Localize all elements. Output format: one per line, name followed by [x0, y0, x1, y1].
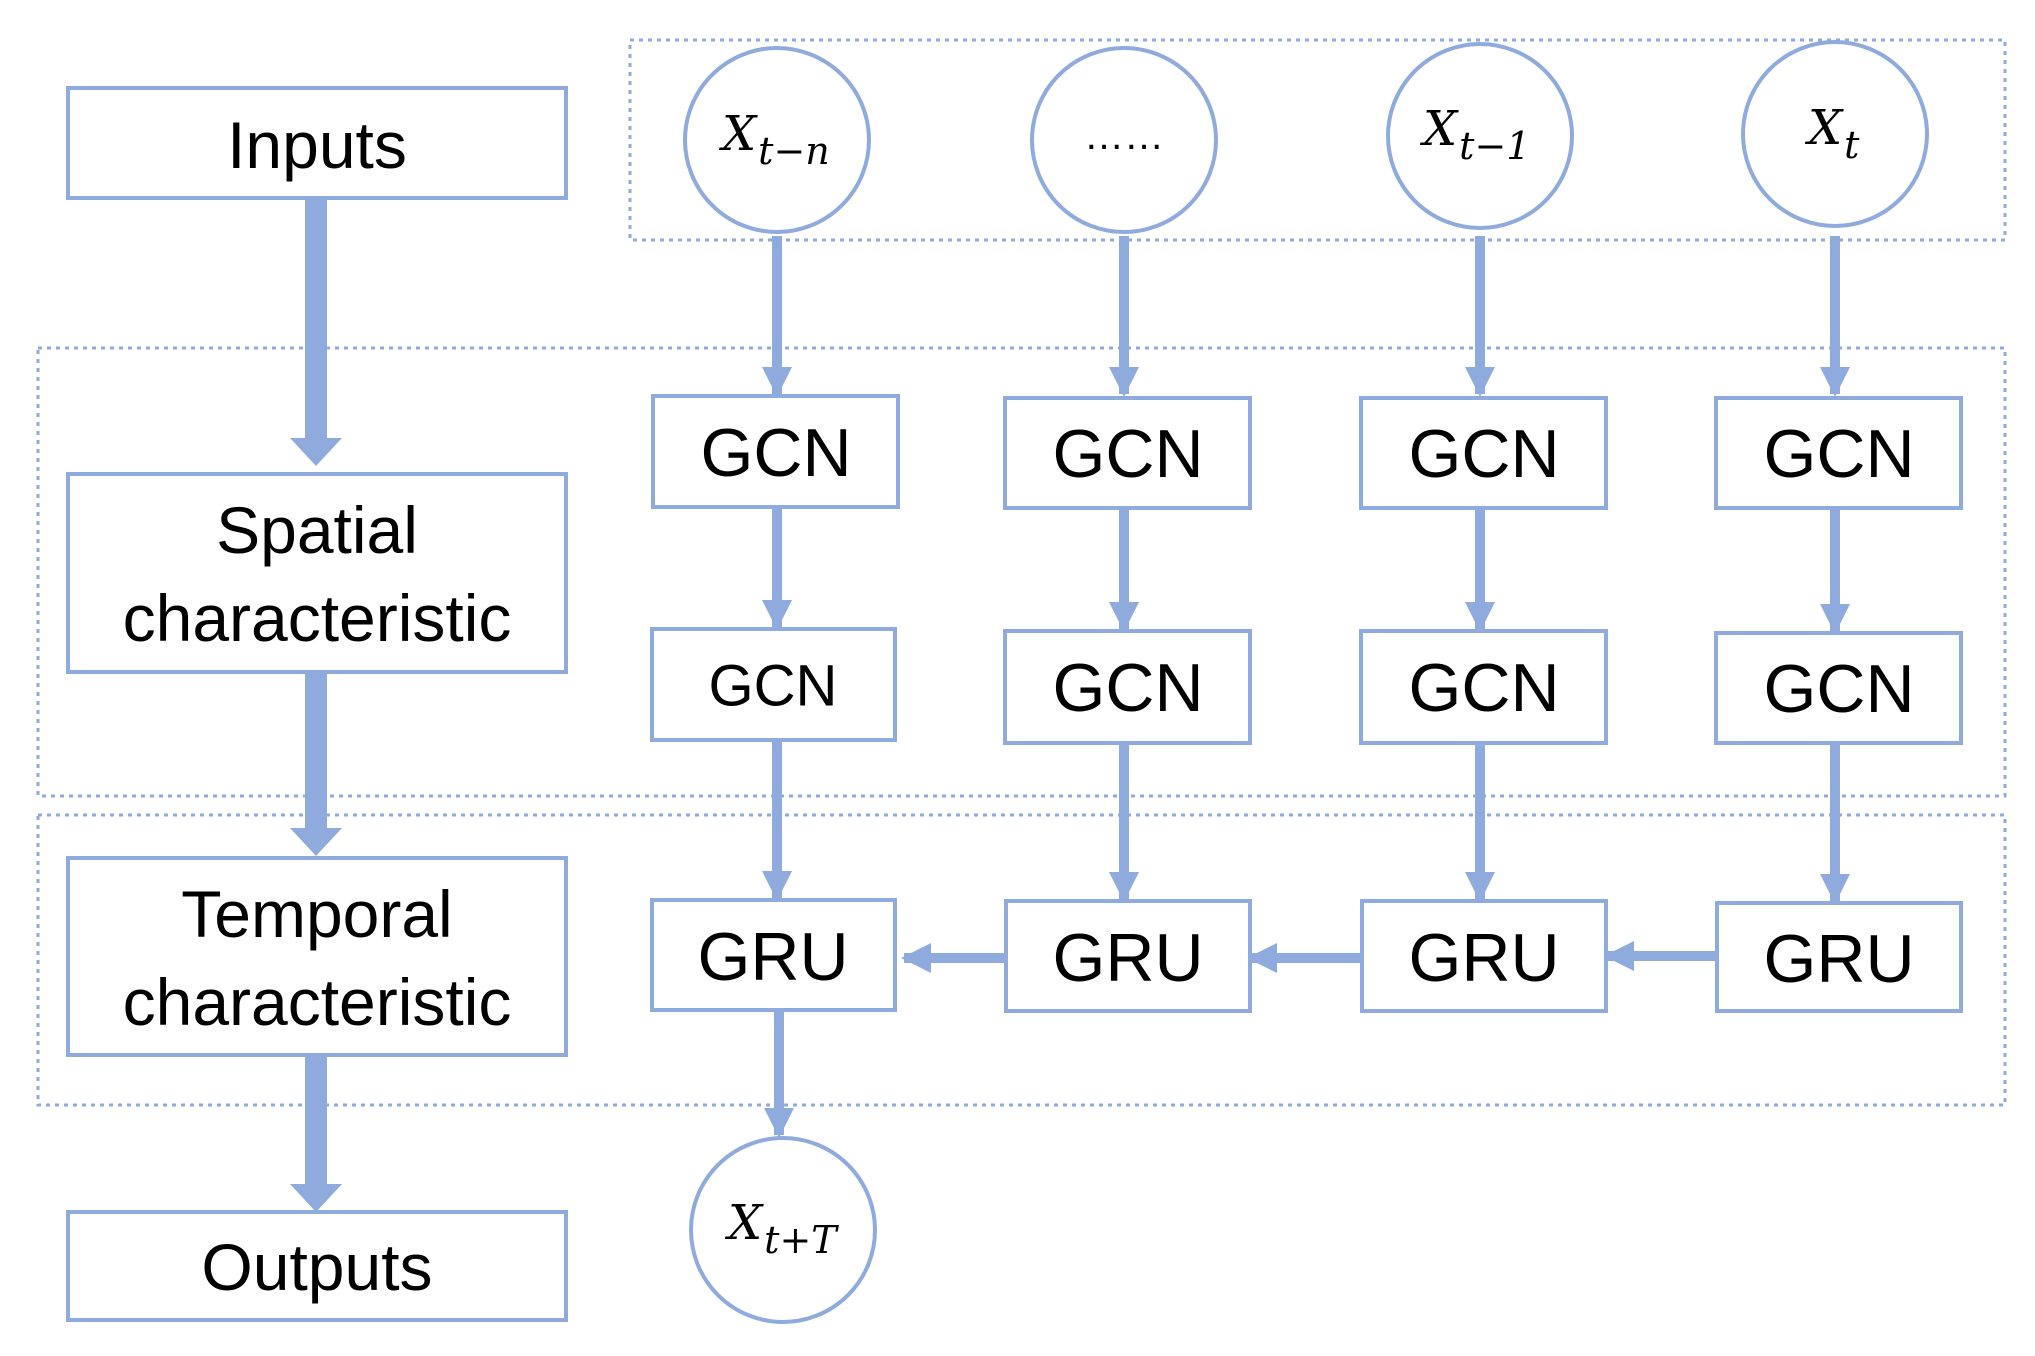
gcn1-label-3: GCN [1408, 416, 1559, 492]
inputs-group-frame [628, 38, 2007, 242]
gcn1-box-4 [1714, 396, 1963, 510]
gcn2-box-3 [1359, 629, 1608, 745]
vertical-connectors [762, 236, 1850, 1138]
input-node-t-minus-1-label: Xt−1 [1419, 101, 1530, 168]
gcn2-label-2: GCN [1052, 650, 1203, 726]
left-flow-arrows [290, 198, 342, 1212]
spatial-box [66, 472, 568, 674]
gru-box-3 [1360, 899, 1608, 1013]
input-node-t-label: Xt [1804, 100, 1860, 167]
gcn1-label-1: GCN [700, 415, 851, 491]
outputs-box [66, 1210, 568, 1322]
input-node-ellipsis [1030, 46, 1218, 234]
temporal-label-line2: characteristic [123, 965, 512, 1039]
spatial-label-line2: characteristic [123, 581, 512, 655]
output-node-label: Xt+T [724, 1195, 839, 1262]
temporal-group-frame [36, 813, 2007, 1107]
gru-label-1: GRU [697, 919, 848, 995]
input-node-ellipsis-label: …… [1084, 114, 1164, 158]
gcn2-box-1 [650, 627, 897, 742]
input-nodes: Xt−n …… Xt−1 Xt [683, 40, 1929, 234]
outputs-label: Outputs [201, 1230, 432, 1304]
input-node-t [1741, 40, 1929, 228]
gcn2-label-4: GCN [1763, 651, 1914, 727]
temporal-label-line1: Temporal [181, 877, 452, 951]
gru-label-4: GRU [1763, 921, 1914, 997]
left-column: Inputs Spatial characteristic Temporal c… [66, 86, 568, 1322]
inputs-label: Inputs [227, 108, 407, 182]
input-node-t-minus-n-label: Xt−n [718, 106, 830, 173]
inputs-box [66, 86, 568, 200]
gru-box-2 [1004, 899, 1252, 1013]
input-node-t-minus-n [683, 46, 871, 234]
gcn1-label-4: GCN [1763, 416, 1914, 492]
temporal-box [66, 856, 568, 1057]
gcn2-box-2 [1003, 629, 1252, 745]
gcn-layer-1: GCN GCN GCN GCN [651, 394, 1963, 510]
output-node: Xt+T [689, 1136, 877, 1324]
gcn-layer-2: GCN GCN GCN GCN [650, 627, 1963, 745]
gcn1-box-3 [1359, 396, 1608, 510]
gru-layer: GRU GRU GRU GRU [650, 898, 1963, 1013]
output-node-circle [689, 1136, 877, 1324]
spatial-label-line1: Spatial [216, 493, 418, 567]
spatial-group-frame [36, 346, 2007, 798]
gru-recurrent-connectors [901, 941, 1717, 973]
gcn1-label-2: GCN [1052, 416, 1203, 492]
gcn2-box-4 [1714, 631, 1963, 745]
gcn1-box-1 [651, 394, 900, 509]
gru-box-4 [1715, 901, 1963, 1013]
input-node-t-minus-1 [1386, 42, 1574, 230]
gru-label-2: GRU [1052, 920, 1203, 996]
gcn2-label-3: GCN [1408, 650, 1559, 726]
gcn1-box-2 [1003, 396, 1252, 510]
gru-box-1 [650, 898, 897, 1012]
gru-label-3: GRU [1408, 920, 1559, 996]
gcn2-label-1: GCN [709, 654, 838, 719]
